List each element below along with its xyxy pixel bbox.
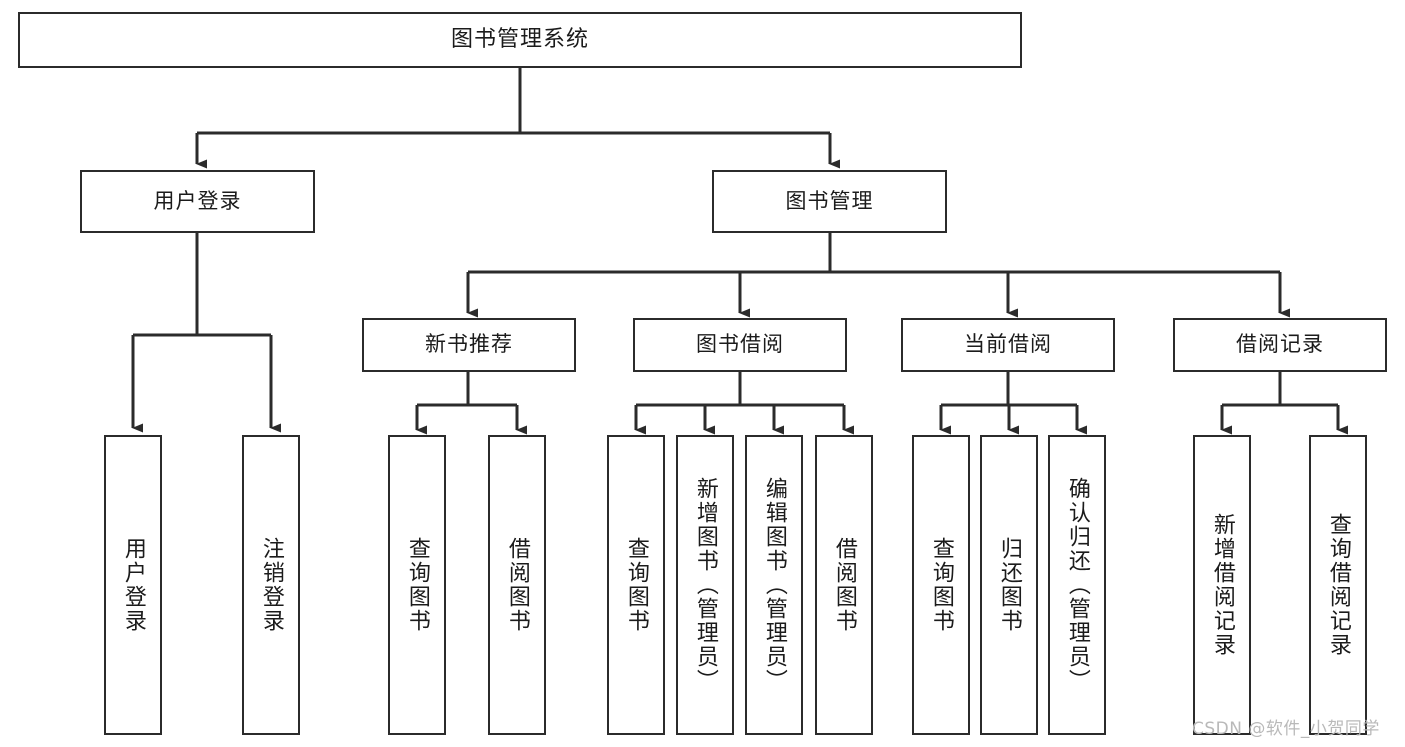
- leaf-current-borrow-confirm-label: 确认归还（管理员）: [1064, 477, 1090, 693]
- leaf-borrow-record-query[interactable]: 查询借阅记录: [1309, 435, 1367, 735]
- node-book-borrow-label: 图书借阅: [696, 332, 784, 357]
- leaf-book-borrow-edit[interactable]: 编辑图书（管理员）: [745, 435, 803, 735]
- node-book-borrow[interactable]: 图书借阅: [633, 318, 847, 372]
- leaf-borrow-record-add-label: 新增借阅记录: [1209, 513, 1235, 657]
- node-book-manage[interactable]: 图书管理: [712, 170, 947, 233]
- node-book-manage-label: 图书管理: [785, 188, 874, 213]
- node-new-book-recommend[interactable]: 新书推荐: [362, 318, 576, 372]
- leaf-current-borrow-confirm[interactable]: 确认归还（管理员）: [1048, 435, 1106, 735]
- node-root-system[interactable]: 图书管理系统: [18, 12, 1022, 68]
- leaf-user-login-login-label: 用户登录: [120, 537, 146, 633]
- node-current-borrow-label: 当前借阅: [964, 332, 1052, 357]
- leaf-book-borrow-borrow[interactable]: 借阅图书: [815, 435, 873, 735]
- leaf-book-borrow-add[interactable]: 新增图书（管理员）: [676, 435, 734, 735]
- leaf-book-borrow-borrow-label: 借阅图书: [831, 537, 857, 633]
- leaf-user-login-logout[interactable]: 注销登录: [242, 435, 300, 735]
- leaf-current-borrow-return-label: 归还图书: [996, 537, 1022, 633]
- node-user-login-label: 用户登录: [153, 188, 242, 213]
- node-user-login[interactable]: 用户登录: [80, 170, 315, 233]
- leaf-book-borrow-add-label: 新增图书（管理员）: [692, 477, 718, 693]
- leaf-borrow-record-add[interactable]: 新增借阅记录: [1193, 435, 1251, 735]
- leaf-user-login-login[interactable]: 用户登录: [104, 435, 162, 735]
- leaf-current-borrow-query-label: 查询图书: [928, 537, 954, 633]
- leaf-new-book-borrow[interactable]: 借阅图书: [488, 435, 546, 735]
- leaf-borrow-record-query-label: 查询借阅记录: [1325, 513, 1351, 657]
- watermark-text: CSDN @软件_小贺同学: [1192, 719, 1380, 739]
- leaf-book-borrow-query[interactable]: 查询图书: [607, 435, 665, 735]
- leaf-book-borrow-edit-label: 编辑图书（管理员）: [761, 477, 787, 693]
- leaf-new-book-query[interactable]: 查询图书: [388, 435, 446, 735]
- leaf-book-borrow-query-label: 查询图书: [623, 537, 649, 633]
- node-new-book-recommend-label: 新书推荐: [425, 332, 513, 357]
- node-root-system-label: 图书管理系统: [450, 26, 589, 52]
- leaf-current-borrow-return[interactable]: 归还图书: [980, 435, 1038, 735]
- node-current-borrow[interactable]: 当前借阅: [901, 318, 1115, 372]
- leaf-user-login-logout-label: 注销登录: [258, 537, 284, 633]
- leaf-current-borrow-query[interactable]: 查询图书: [912, 435, 970, 735]
- leaf-new-book-borrow-label: 借阅图书: [504, 537, 530, 633]
- node-borrow-record[interactable]: 借阅记录: [1173, 318, 1387, 372]
- leaf-new-book-query-label: 查询图书: [404, 537, 430, 633]
- node-borrow-record-label: 借阅记录: [1236, 332, 1324, 357]
